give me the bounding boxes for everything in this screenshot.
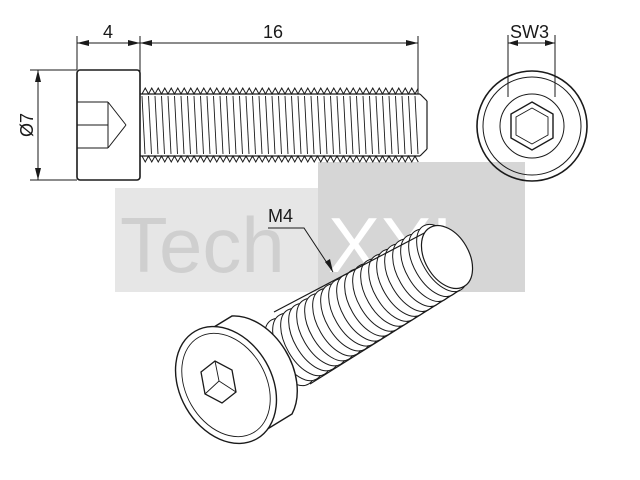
dimension-arrows [35, 40, 418, 180]
socket-hidden-lines [77, 101, 127, 149]
end-view: SW3 [476, 22, 588, 182]
thread-teeth-top [141, 86, 419, 96]
thread-teeth-bottom [141, 154, 419, 164]
hex-socket-inner [515, 107, 549, 145]
iso-shank-outline [273, 224, 474, 385]
dimension-lines [30, 36, 419, 181]
thread-spec-label: M4 [268, 206, 293, 226]
dim-head-length: 4 [103, 22, 113, 42]
head-chamfer-circle [482, 76, 582, 176]
dim-wrench-size: SW3 [510, 22, 549, 42]
isometric-view: M4 [174, 206, 474, 445]
socket-circle [499, 93, 565, 159]
dim-thread-length: 16 [263, 22, 283, 42]
thread-side-lines [141, 95, 419, 155]
watermark-text-tech: Tech [120, 201, 285, 289]
dim-head-diameter: Ø7 [17, 113, 37, 137]
hex-socket [510, 101, 554, 151]
side-view [76, 69, 428, 181]
thread-body [140, 93, 428, 157]
iso-head-chamfer [181, 332, 271, 438]
head-outer-circle [476, 70, 588, 182]
thread-leader-line [268, 227, 334, 273]
